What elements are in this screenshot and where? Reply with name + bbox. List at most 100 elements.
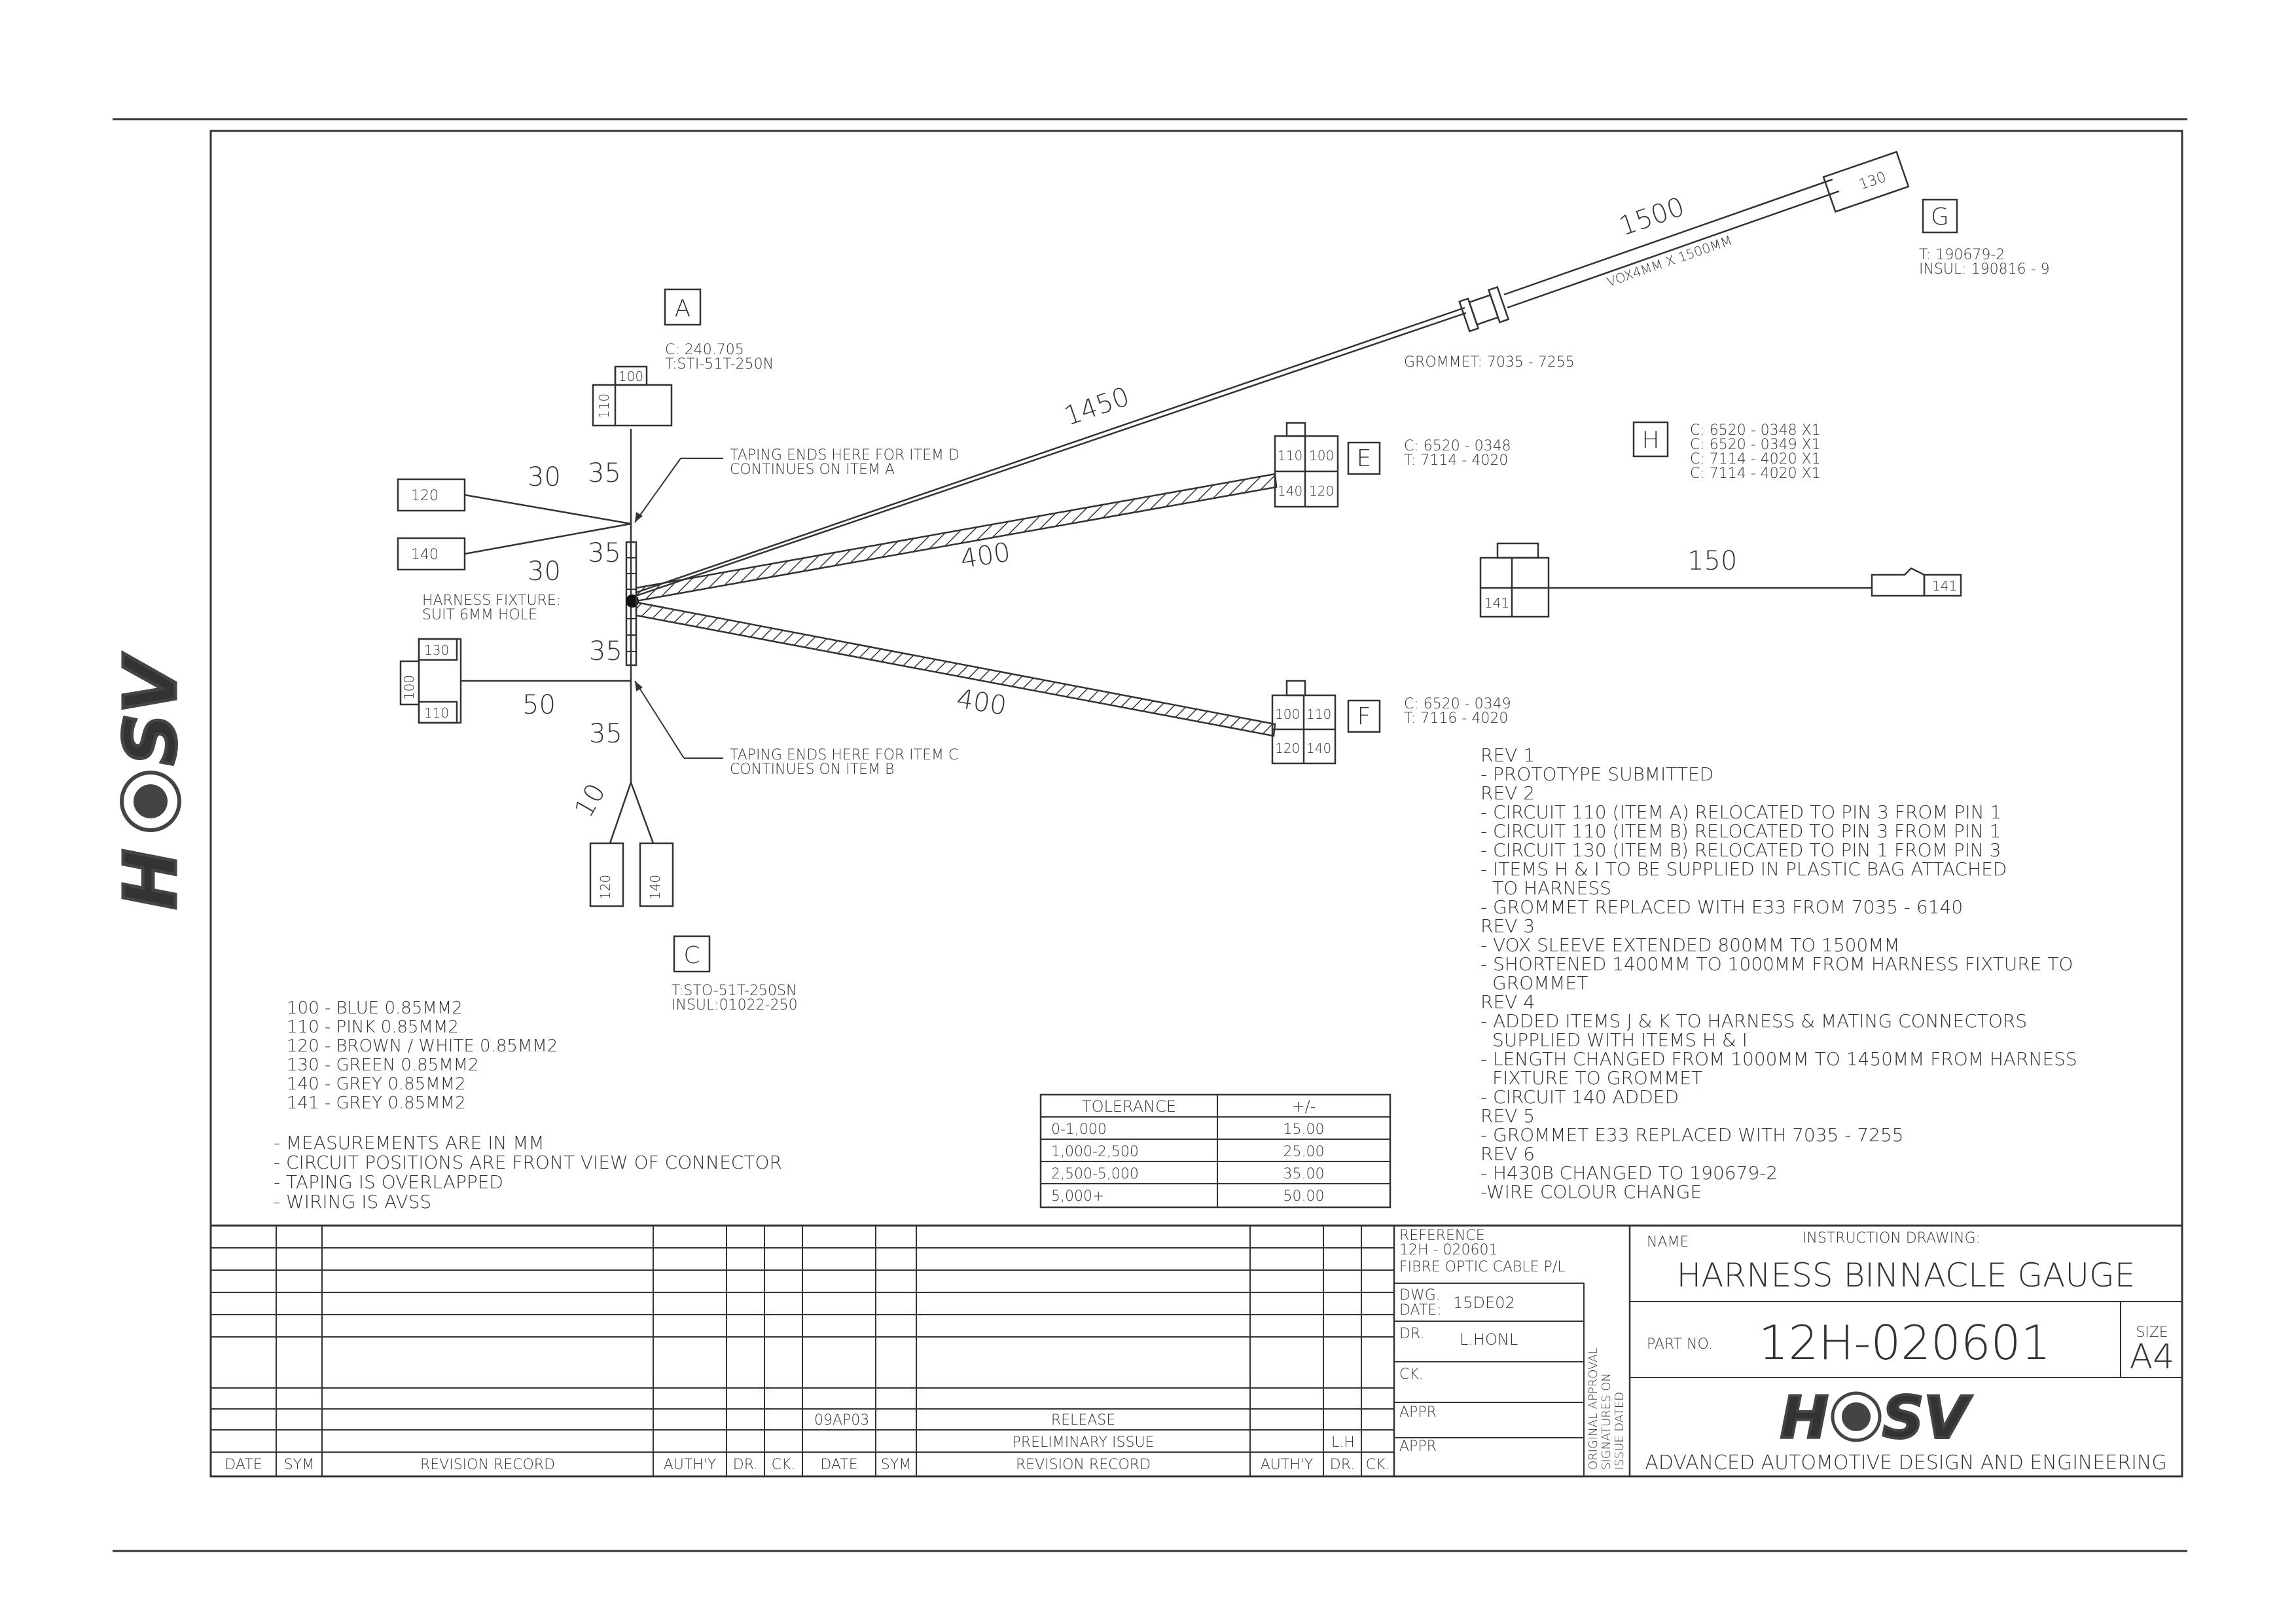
appr-label-2: APPR bbox=[1399, 1438, 1437, 1455]
tolerance-row-1-value: 15.00 bbox=[1283, 1122, 1325, 1138]
dim-1450: 1450 bbox=[1060, 382, 1133, 432]
item-e-label: E bbox=[1357, 445, 1372, 472]
fixture-note-2: SUIT 6MM HOLE bbox=[422, 607, 537, 623]
grommet-note: GROMMET: 7035 - 7255 bbox=[1404, 354, 1575, 371]
part-no-label: PART NO. bbox=[1647, 1336, 1713, 1353]
revision-line: -WIRE COLOUR CHANGE bbox=[1480, 1181, 1702, 1203]
revision-line: - SHORTENED 1400MM TO 1000MM FROM HARNES… bbox=[1480, 953, 2073, 975]
connector-e-pin-140: 140 bbox=[1278, 483, 1302, 499]
part-no-value: 12H-020601 bbox=[1759, 1315, 2051, 1370]
terminal-141-box bbox=[1923, 574, 1962, 597]
legend-line-6: 141 - GREY 0.85MM2 bbox=[287, 1093, 466, 1113]
general-note-4: - WIRING IS AVSS bbox=[274, 1191, 431, 1213]
rev-header-auth-right: AUTH'Y bbox=[1261, 1457, 1314, 1473]
connector-f-pin-100: 100 bbox=[1275, 706, 1300, 722]
dim-10: 10 bbox=[569, 778, 611, 822]
connector-e-pin-120: 120 bbox=[1309, 483, 1334, 499]
dwg-date: 15DE02 bbox=[1453, 1294, 1515, 1312]
item-c-label: C bbox=[683, 942, 700, 969]
logo-h: H bbox=[109, 849, 192, 909]
dim-30-upper: 30 bbox=[528, 462, 561, 492]
legend-line-2: 110 - PINK 0.85MM2 bbox=[287, 1017, 459, 1037]
drawing-name: HARNESS BINNACLE GAUGE bbox=[1677, 1256, 2136, 1294]
approval-vertical-2: SIGNATURES ON bbox=[1600, 1373, 1613, 1470]
item-f-spec-2: T: 7116 - 4020 bbox=[1404, 710, 1508, 727]
rev-header-auth-left: AUTH'Y bbox=[664, 1457, 717, 1473]
item-e-spec-1: C: 6520 - 0348 bbox=[1404, 438, 1511, 454]
vox-sleeve-bottom bbox=[1507, 190, 1840, 309]
colour-legend: 100 - BLUE 0.85MM2 110 - PINK 0.85MM2 12… bbox=[287, 998, 558, 1113]
dim-35-upper: 35 bbox=[588, 458, 621, 488]
tolerance-row-2-range: 1,000-2,500 bbox=[1051, 1144, 1139, 1160]
item-h-spec-4: C: 7114 - 4020 X1 bbox=[1690, 465, 1821, 482]
dwg-label-2: DATE: bbox=[1399, 1302, 1442, 1319]
connector-f: 100 110 120 140 bbox=[1271, 680, 1336, 765]
general-note-2: - CIRCUIT POSITIONS ARE FRONT VIEW OF CO… bbox=[274, 1152, 782, 1173]
item-a-spec-1: C: 240.705 bbox=[665, 342, 744, 358]
item-e-spec-2: T: 7114 - 4020 bbox=[1404, 452, 1508, 469]
item-g-spec-1: T: 190679-2 bbox=[1919, 247, 2005, 263]
legend-line-3: 120 - BROWN / WHITE 0.85MM2 bbox=[287, 1036, 558, 1056]
connector-g: 130 bbox=[1822, 151, 1910, 213]
item-h-tag bbox=[1632, 421, 1669, 458]
general-notes: - MEASUREMENTS ARE IN MM - CIRCUIT POSIT… bbox=[274, 1132, 782, 1213]
title-logo-sv: SV bbox=[1882, 1384, 1972, 1451]
branch-140-label: 140 bbox=[411, 547, 439, 563]
item-a-spec-2: T:STI-51T-250N bbox=[665, 356, 774, 373]
drawing-border bbox=[209, 130, 2183, 1478]
item-e-tag bbox=[1347, 441, 1381, 475]
revision-line: REV 2 bbox=[1480, 782, 1535, 804]
rev-header-date-left: DATE bbox=[224, 1457, 262, 1473]
rev-header-record-right: REVISION RECORD bbox=[1016, 1457, 1151, 1473]
dim-35-lower: 35 bbox=[589, 719, 622, 749]
revision-line: REV 5 bbox=[1480, 1105, 1535, 1127]
item-h-spec-2: C: 6520 - 0349 X1 bbox=[1690, 437, 1821, 453]
item-a-tag bbox=[664, 288, 702, 326]
item-c-spec-1: T:STO-51T-250SN bbox=[672, 983, 797, 999]
instruction-label: INSTRUCTION DRAWING: bbox=[1803, 1230, 1981, 1247]
title-block: DATE SYM REVISION RECORD AUTH'Y DR. CK. … bbox=[211, 1224, 2182, 1476]
branch-to-g-lower bbox=[636, 306, 1465, 594]
connector-c-pin-120: 120 bbox=[598, 875, 613, 900]
revision-line: - H430B CHANGED TO 190679-2 bbox=[1480, 1162, 1778, 1184]
branch-110-label: 110 bbox=[424, 705, 449, 721]
rev-header-dr-right: DR. bbox=[1330, 1457, 1355, 1473]
tolerance-row-3-value: 35.00 bbox=[1283, 1166, 1325, 1182]
tolerance-header-value: +/- bbox=[1292, 1097, 1316, 1116]
taping-note-d-1: TAPING ENDS HERE FOR ITEM D bbox=[730, 447, 960, 464]
terminal-141-label: 141 bbox=[1932, 578, 1957, 594]
connector-c-120 bbox=[589, 842, 624, 907]
tolerance-row-4-value: 50.00 bbox=[1283, 1188, 1325, 1205]
revision-line: FIXTURE TO GROMMET bbox=[1492, 1067, 1702, 1089]
sleeve-note: VOX4MM X 1500MM bbox=[1605, 232, 1734, 290]
item-h-label: H bbox=[1641, 427, 1659, 454]
revision-line: - CIRCUIT 140 ADDED bbox=[1480, 1086, 1679, 1108]
item-h-spec-1: C: 6520 - 0348 X1 bbox=[1690, 422, 1821, 439]
release-text: RELEASE bbox=[1051, 1412, 1115, 1429]
legend-line-4: 130 - GREEN 0.85MM2 bbox=[287, 1055, 479, 1075]
item-a-label: A bbox=[675, 295, 691, 322]
connector-h: 141 bbox=[1479, 542, 1550, 618]
revision-line: - CIRCUIT 110 (ITEM A) RELOCATED TO PIN … bbox=[1480, 801, 2001, 823]
connector-c-140 bbox=[639, 842, 674, 907]
revision-line: REV 3 bbox=[1480, 915, 1535, 937]
connector-a-pin-110: 110 bbox=[596, 393, 612, 418]
item-f-spec-1: C: 6520 - 0349 bbox=[1404, 696, 1511, 712]
item-g-tag bbox=[1922, 198, 1958, 234]
terminal-141-icon bbox=[1871, 567, 1926, 597]
general-note-1: - MEASUREMENTS ARE IN MM bbox=[274, 1132, 545, 1154]
revision-line: - VOX SLEEVE EXTENDED 800MM TO 1500MM bbox=[1480, 934, 1900, 956]
logo-sv: SV bbox=[109, 653, 192, 765]
harness-diagram: A C: 240.705 T:STI-51T-250N 100 110 120 … bbox=[397, 151, 2050, 1013]
rev-header-record-left: REVISION RECORD bbox=[420, 1457, 555, 1473]
revision-line: SUPPLIED WITH ITEMS H & I bbox=[1492, 1029, 1748, 1051]
revision-line: - ITEMS H & I TO BE SUPPLIED IN PLASTIC … bbox=[1480, 858, 2007, 880]
item-g-spec-2: INSUL: 190816 - 9 bbox=[1919, 261, 2050, 278]
taping-note-c-1: TAPING ENDS HERE FOR ITEM C bbox=[730, 747, 958, 763]
dim-30-lower: 30 bbox=[528, 556, 561, 587]
release-date: 09AP03 bbox=[814, 1412, 869, 1429]
title-logo-h: H bbox=[1780, 1384, 1829, 1451]
item-f-label: F bbox=[1357, 703, 1371, 730]
